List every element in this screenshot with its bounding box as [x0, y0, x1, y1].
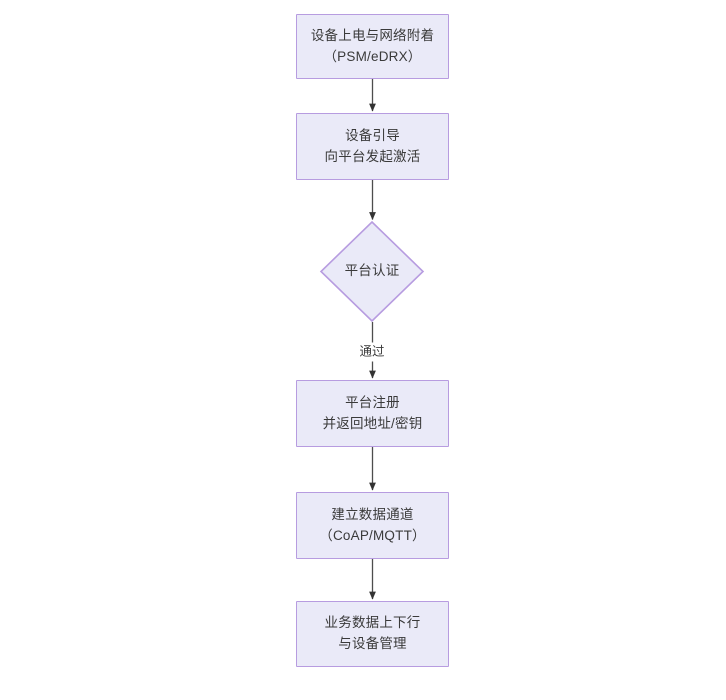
edge-label-pass: 通过: [356, 342, 388, 362]
flow-node-data-channel[interactable]: 建立数据通道 （CoAP/MQTT）: [296, 492, 449, 559]
diamond-shape: [319, 220, 425, 323]
flow-node-label: 业务数据上下行 与设备管理: [324, 615, 421, 651]
flow-node-label: 设备引导 向平台发起激活: [324, 127, 421, 164]
flow-node-business-data[interactable]: 业务数据上下行 与设备管理: [296, 601, 449, 667]
flow-node-platform-auth[interactable]: 平台认证: [319, 220, 425, 323]
flow-node-label: 平台认证: [344, 263, 400, 279]
flow-node-label: 设备上电与网络附着 （PSM/eDRX）: [310, 27, 435, 64]
flow-node-platform-register[interactable]: 平台注册 并返回地址/密钥: [296, 380, 449, 447]
flow-node-label: 建立数据通道 （CoAP/MQTT）: [319, 506, 426, 543]
flow-node-label: 平台注册 并返回地址/密钥: [322, 394, 423, 431]
flow-node-device-bootstrap[interactable]: 设备引导 向平台发起激活: [296, 113, 449, 180]
flow-node-power-on[interactable]: 设备上电与网络附着 （PSM/eDRX）: [296, 14, 449, 79]
